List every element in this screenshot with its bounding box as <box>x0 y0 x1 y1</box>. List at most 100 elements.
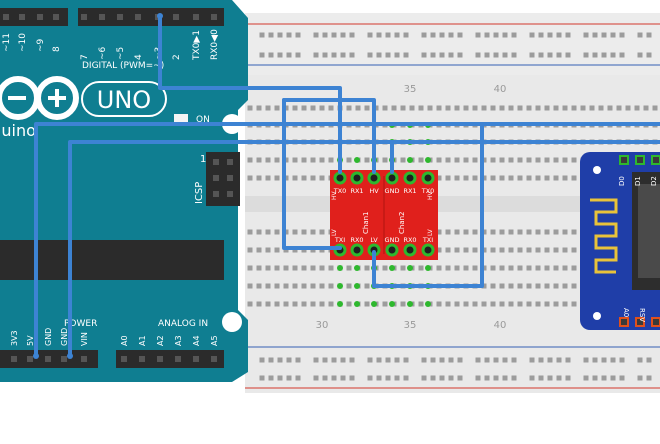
terminal-hole <box>301 157 307 163</box>
rail-hole <box>556 375 562 381</box>
terminal-hole <box>283 283 289 289</box>
rail-hole <box>484 52 490 58</box>
header-pin <box>121 356 127 362</box>
ls-chan2-label: Chan2 <box>398 211 406 234</box>
terminal-hole <box>463 301 469 307</box>
terminal-hole <box>301 265 307 271</box>
rail-hole <box>583 375 589 381</box>
ls-top-pin-label: RX1 <box>350 187 363 195</box>
rail-hole <box>565 357 571 363</box>
terminal-hole <box>499 283 505 289</box>
header-pin <box>3 14 9 20</box>
terminal-hole <box>562 175 568 181</box>
terminal-hole <box>364 105 370 111</box>
terminal-hole <box>508 283 514 289</box>
ls-side-right-hv: HV <box>427 190 434 200</box>
terminal-hole <box>418 157 424 163</box>
wire-ls-txi-loop <box>282 98 342 250</box>
analog-pin-label: A3 <box>174 335 183 346</box>
terminal-hole <box>463 105 469 111</box>
rail-hole <box>367 32 373 38</box>
arduino-pcb <box>0 0 248 382</box>
terminal-hole <box>454 175 460 181</box>
rail-hole <box>385 357 391 363</box>
rail-hole <box>529 32 535 38</box>
terminal-hole <box>517 157 523 163</box>
connected-hole <box>389 265 395 271</box>
terminal-hole <box>409 105 415 111</box>
rail-hole <box>601 375 607 381</box>
rail-hole <box>556 32 562 38</box>
digital-header-right <box>78 8 224 26</box>
terminal-hole <box>436 175 442 181</box>
rail-hole <box>385 375 391 381</box>
rail-hole <box>502 52 508 58</box>
logo-plus-v <box>55 89 59 107</box>
terminal-hole <box>526 247 532 253</box>
rail-hole <box>349 32 355 38</box>
header-pin <box>193 14 199 20</box>
connected-hole <box>407 301 413 307</box>
level-shifter-pin <box>333 171 347 185</box>
rail-hole <box>529 375 535 381</box>
terminal-hole <box>445 229 451 235</box>
terminal-hole <box>328 157 334 163</box>
rail-hole <box>610 52 616 58</box>
rail-hole <box>619 375 625 381</box>
terminal-hole <box>256 283 262 289</box>
level-shifter-pin <box>385 243 399 257</box>
rail-hole <box>331 52 337 58</box>
digital-pin-label: 2 <box>172 54 182 60</box>
terminal-hole <box>445 175 451 181</box>
terminal-hole <box>274 175 280 181</box>
connected-hole <box>425 301 431 307</box>
header-pin <box>117 14 123 20</box>
rail-hole <box>547 32 553 38</box>
terminal-hole <box>445 157 451 163</box>
terminal-hole <box>247 175 253 181</box>
digital-pin-label: ~9 <box>36 38 46 52</box>
terminal-hole <box>535 175 541 181</box>
terminal-hole <box>319 301 325 307</box>
terminal-hole <box>472 175 478 181</box>
terminal-hole <box>265 247 271 253</box>
atmega-chip <box>0 240 224 280</box>
terminal-hole <box>535 265 541 271</box>
rail-hole <box>286 357 292 363</box>
arduino-logo <box>0 76 79 120</box>
rail-hole <box>538 357 544 363</box>
terminal-hole <box>508 247 514 253</box>
terminal-hole <box>562 283 568 289</box>
rail-hole <box>547 357 553 363</box>
terminal-hole <box>319 283 325 289</box>
rail-hole <box>538 32 544 38</box>
terminal-hole <box>499 157 505 163</box>
terminal-hole <box>553 229 559 235</box>
terminal-hole <box>508 265 514 271</box>
terminal-hole <box>418 301 424 307</box>
rail-hole <box>556 357 562 363</box>
terminal-hole <box>472 229 478 235</box>
terminal-hole <box>562 229 568 235</box>
header-pin <box>157 356 163 362</box>
terminal-hole <box>526 283 532 289</box>
connected-hole <box>354 283 360 289</box>
digital-pin-label: ~11 <box>2 33 12 52</box>
terminal-hole <box>652 105 658 111</box>
terminal-hole <box>517 265 523 271</box>
terminal-hole <box>427 105 433 111</box>
rail-hole <box>376 357 382 363</box>
terminal-hole <box>265 283 271 289</box>
icsp-pin <box>227 175 233 181</box>
digital-label: DIGITAL (PWM=~) <box>82 61 164 71</box>
rail-hole <box>259 32 265 38</box>
terminal-hole <box>382 105 388 111</box>
rail-hole <box>583 52 589 58</box>
terminal-hole <box>319 229 325 235</box>
terminal-hole <box>544 247 550 253</box>
terminal-hole <box>274 105 280 111</box>
terminal-hole <box>535 247 541 253</box>
